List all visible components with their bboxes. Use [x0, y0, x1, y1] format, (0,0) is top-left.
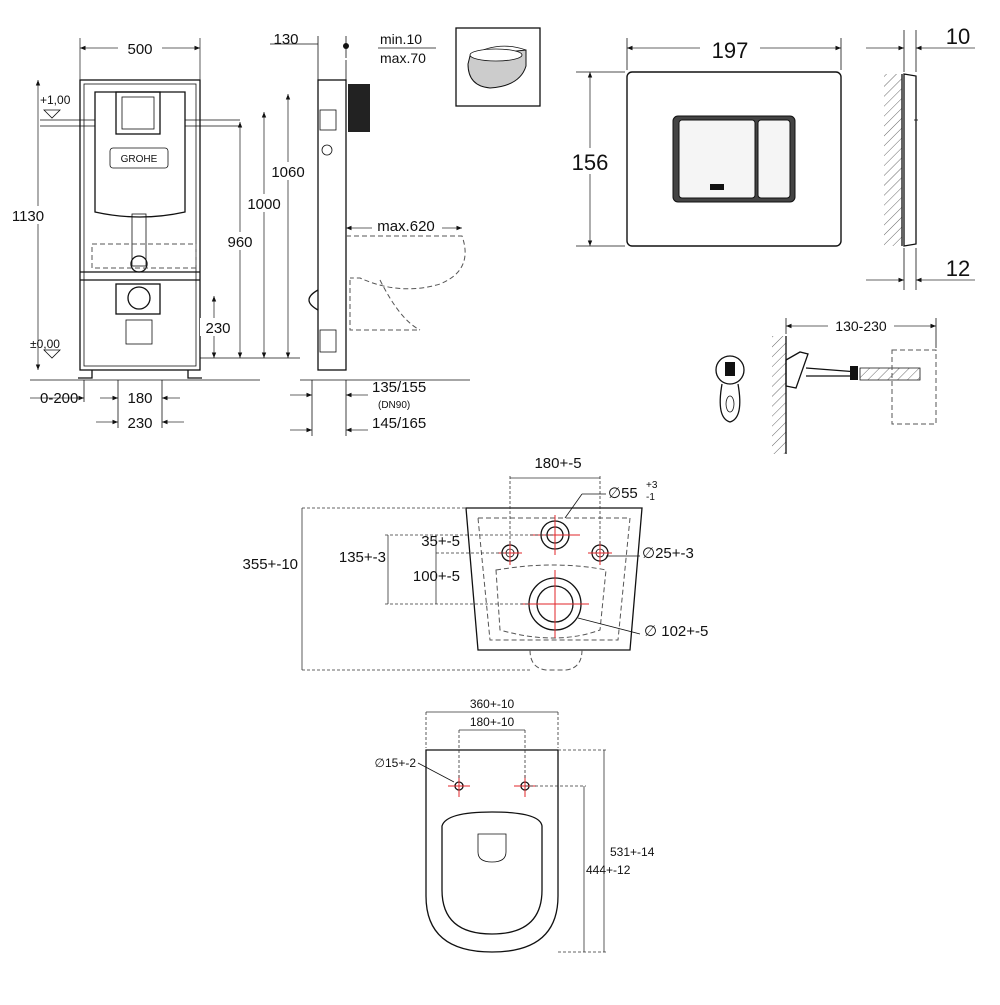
dim-pan-355: 355+-10: [243, 556, 298, 573]
brand-logo-text: GROHE: [121, 154, 158, 165]
flush-plate-side: 10 12: [866, 24, 975, 290]
dim-pan-d55-tol-bottom: -1: [646, 492, 655, 503]
dim-height-230: 230: [205, 320, 230, 337]
dim-pan-135: 135+-3: [339, 549, 386, 566]
dim-pan-180: 180+-5: [534, 455, 581, 472]
dim-pan-100: 100+-5: [413, 568, 460, 585]
dim-pan-35: 35+-5: [421, 533, 460, 550]
dim-wall-min: min.10: [380, 31, 422, 47]
dim-pan-d55-tol-top: +3: [646, 480, 658, 491]
dim-frame-width: 500: [127, 41, 152, 58]
frame-front-view: GROHE 500 1130 +1,00 ±0,00: [6, 38, 308, 432]
dim-pan-d102: ∅ 102+-5: [644, 623, 708, 640]
dim-seat-180: 180+-10: [470, 715, 515, 729]
flush-plate-front: 197 156: [565, 36, 842, 247]
dim-seat-d15: ∅15+-2: [375, 756, 417, 770]
fixing-rod-detail: 130-230: [715, 318, 937, 454]
dim-height-1060: 1060: [271, 164, 304, 181]
dim-depth-130: 130: [273, 31, 298, 48]
plate-height: 156: [572, 150, 609, 175]
rod-range: 130-230: [835, 318, 887, 334]
dim-offset: 0-200: [40, 390, 78, 407]
seat-top-view: 360+-10 180+-10 ∅15+-2 531+-14 444+-12: [375, 697, 655, 953]
dim-frame-height: 1130: [12, 208, 44, 225]
dim-seat-444: 444+-12: [586, 863, 631, 877]
plate-depth-bottom: 12: [946, 256, 970, 281]
dim-pipe-dn: (DN90): [378, 400, 410, 411]
dim-width-230: 230: [127, 415, 152, 432]
dim-height-960: 960: [227, 234, 252, 251]
dim-wall-max: max.70: [380, 50, 426, 66]
dim-pan-d25: ∅25+-3: [642, 545, 694, 562]
dim-bowl-max: max.620: [377, 218, 435, 235]
pan-rear-view: 180+-5 ∅55 +3 -1 355+-10 135+-3 35+-5 10…: [243, 455, 708, 671]
dim-seat-360: 360+-10: [470, 697, 515, 711]
plate-depth-top: 10: [946, 24, 970, 49]
dim-pipe-2: 145/165: [372, 415, 426, 432]
level-floor: ±0,00: [30, 337, 60, 351]
dim-pipe-1: 135/155: [372, 379, 426, 396]
dim-pan-d55: ∅55: [608, 485, 638, 502]
frame-side-view: 130 min.10 max.70 max.620 135/155 (DN90)…: [270, 31, 470, 436]
dim-seat-531: 531+-14: [610, 845, 655, 859]
wall-hung-toilet-icon: [455, 27, 541, 107]
level-top: +1,00: [40, 93, 71, 107]
dim-height-1000: 1000: [247, 196, 280, 213]
dim-width-180: 180: [127, 390, 152, 407]
plate-width: 197: [712, 38, 749, 63]
